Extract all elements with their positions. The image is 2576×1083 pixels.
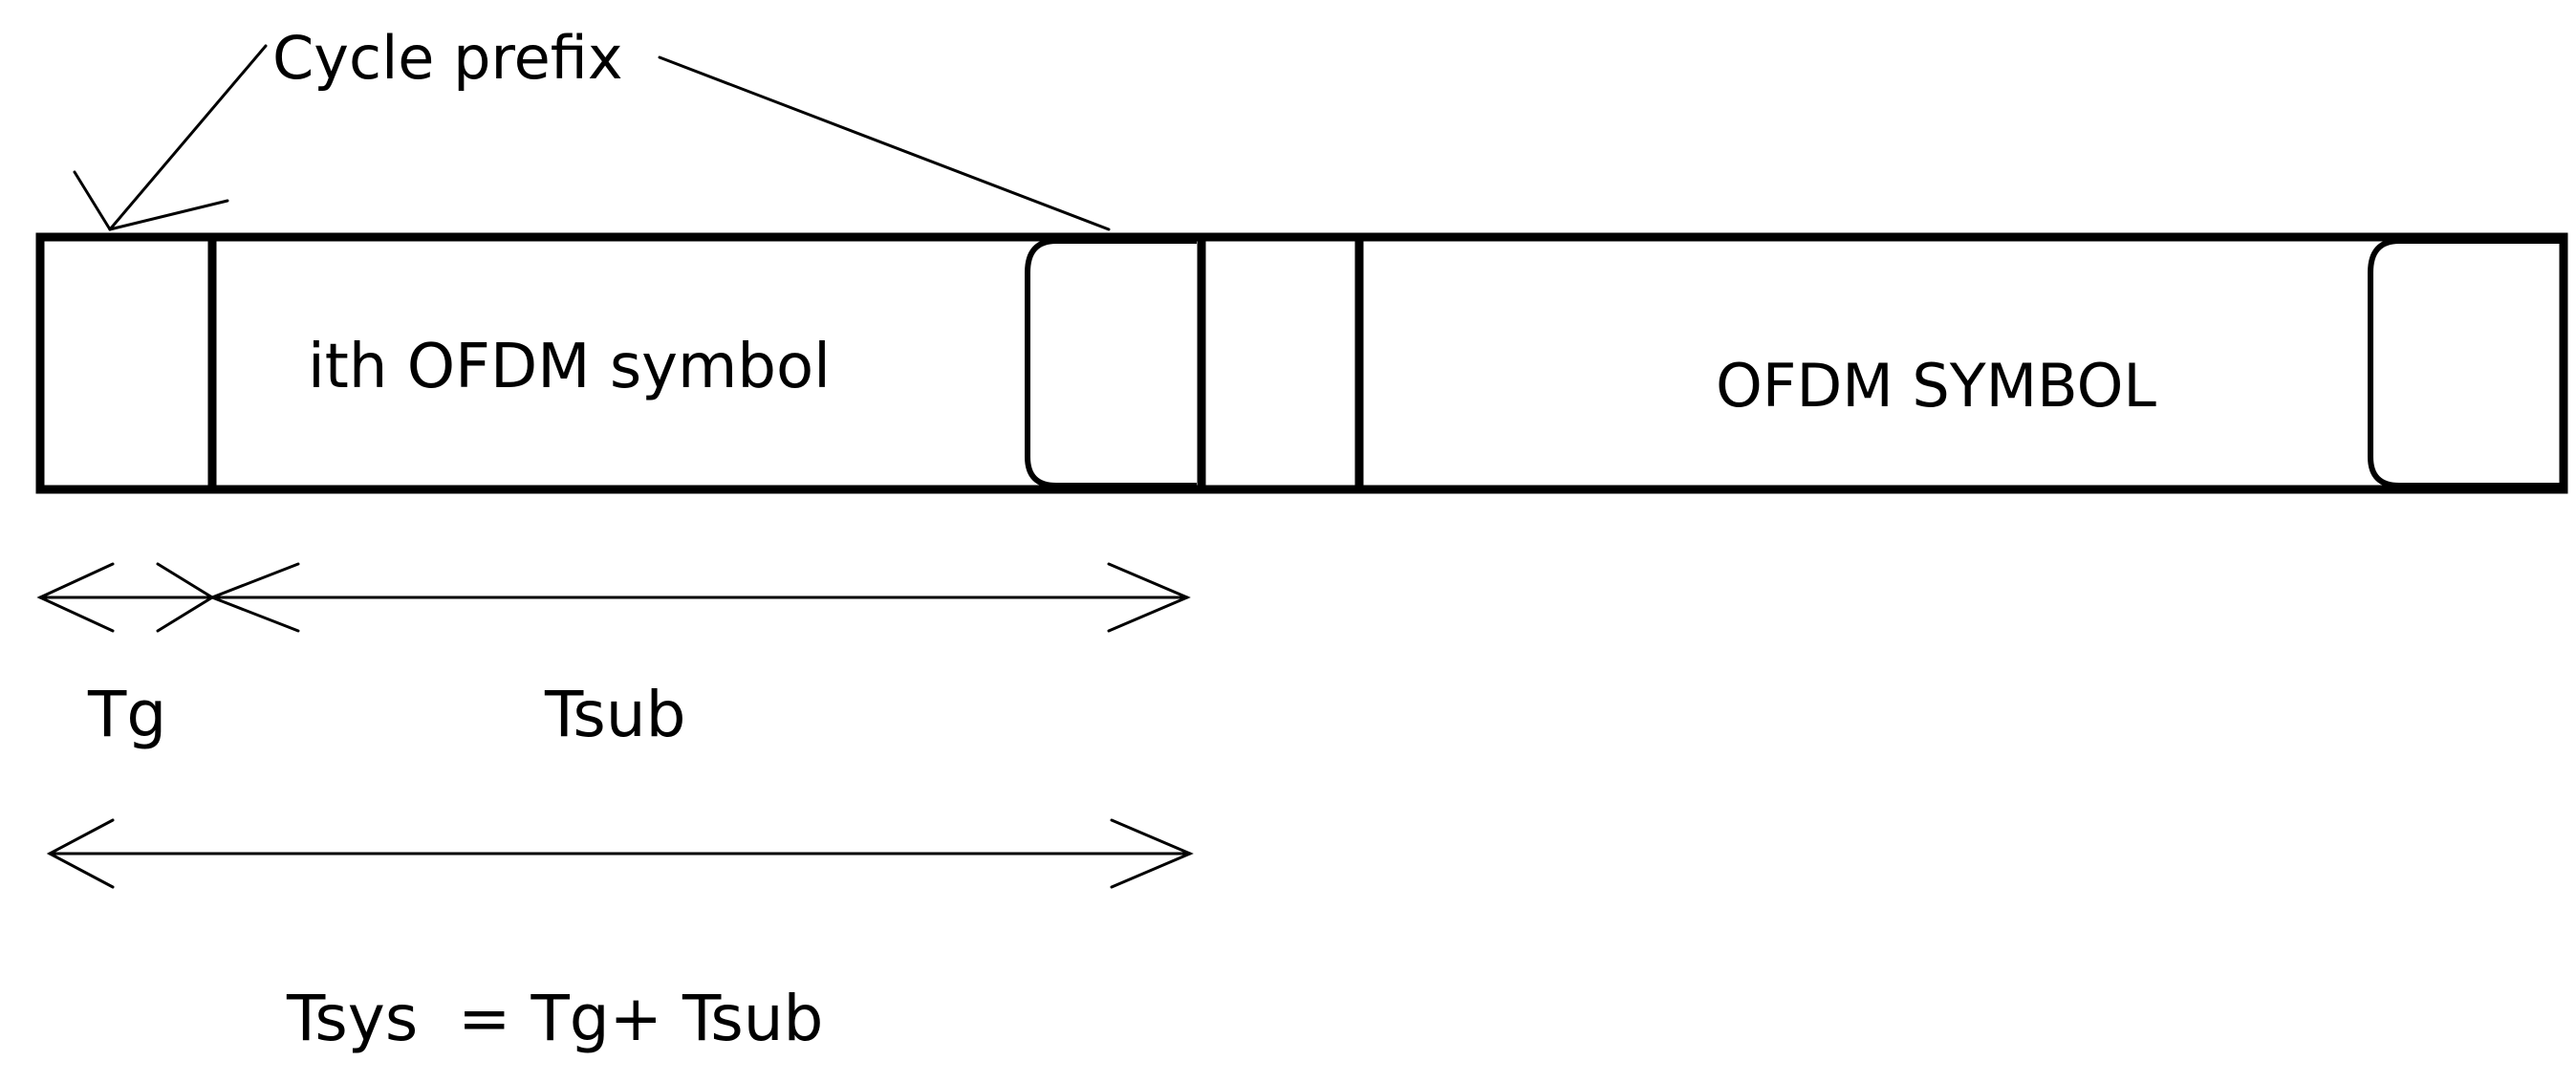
- tsub-arrowhead-left: [207, 562, 300, 633]
- tsys-formula-label: Tsys = Tg+ Tsub: [286, 982, 823, 1055]
- tsub-arrowhead-right: [1107, 562, 1191, 633]
- callout-arrowhead-left: [73, 170, 112, 231]
- tsys-arrowhead-right: [1110, 818, 1194, 889]
- ofdm-frame-outline: [35, 232, 2568, 494]
- ith-symbol-tail-segment: [1025, 238, 1197, 488]
- tg-arrowhead-left: [36, 562, 115, 633]
- tsys-arrowhead-left: [46, 818, 115, 889]
- ith-ofdm-symbol-label: ith OFDM symbol: [308, 332, 831, 402]
- next-symbol-tail-segment: [2368, 238, 2560, 488]
- callout-arrowhead-right: [108, 199, 229, 231]
- next-ofdm-symbol-label: OFDM SYMBOL: [1716, 351, 2156, 421]
- callout-line-to-prefix: [108, 44, 268, 231]
- callout-line-to-tail: [658, 55, 1111, 231]
- tg-label: Tg: [87, 678, 166, 751]
- cycle-prefix-label: Cycle prefix: [272, 23, 623, 93]
- tsub-label: Tsub: [544, 678, 686, 751]
